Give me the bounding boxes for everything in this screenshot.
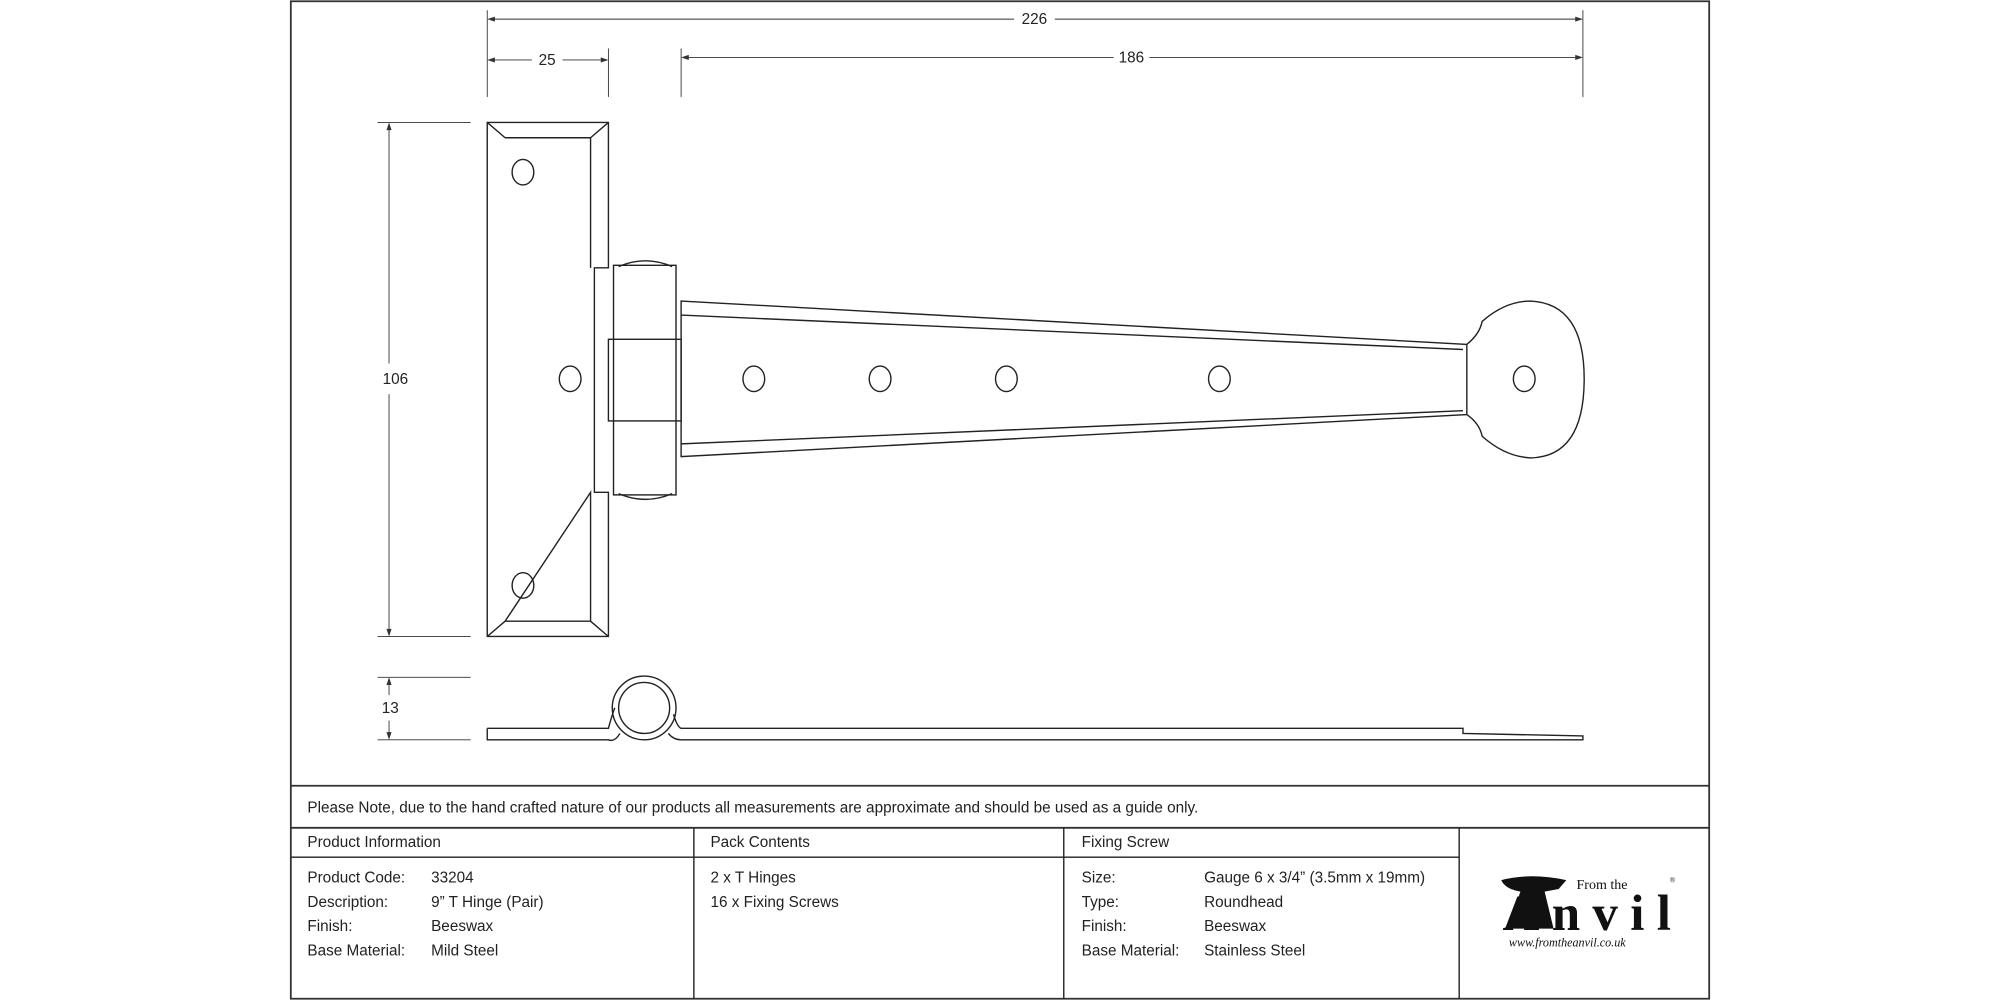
dimension-label: 186	[1119, 50, 1145, 67]
screw-label: Base Material:	[1082, 942, 1180, 959]
dimension-label: 226	[1022, 11, 1048, 28]
screw-label: Finish:	[1082, 918, 1127, 935]
measurement-note: Please Note, due to the hand crafted nat…	[307, 800, 1198, 817]
logo-url: www.fromtheanvil.co.uk	[1509, 935, 1626, 949]
screw-hole	[511, 572, 535, 599]
dimension-leaf-width: 25	[487, 48, 609, 97]
dimension-label: 25	[539, 52, 556, 69]
screw-value: Stainless Steel	[1204, 942, 1305, 959]
from-the-anvil-logo: From the ® Anvil www.fromtheanvil.co.uk	[1501, 876, 1676, 949]
fixing-screw-header: Fixing Screw	[1082, 834, 1171, 851]
screw-value: Roundhead	[1204, 894, 1283, 911]
info-value: Mild Steel	[431, 942, 498, 959]
logo-registered-mark: ®	[1670, 876, 1676, 885]
logo-anvil: Anvil	[1503, 886, 1671, 942]
screw-hole	[868, 365, 892, 393]
screw-hole	[558, 365, 582, 393]
hinge-knuckle	[612, 264, 677, 496]
screw-label: Size:	[1082, 870, 1116, 887]
dimension-thickness: 13	[377, 676, 471, 741]
info-label: Description:	[307, 894, 388, 911]
info-label: Product Code:	[307, 870, 405, 887]
anvil-icon	[1501, 876, 1567, 929]
dimension-label: 13	[382, 700, 399, 717]
dimension-label: 106	[383, 371, 409, 388]
screw-hole	[1512, 365, 1536, 393]
sheet-frame	[289, 0, 1711, 1000]
hinge-side-view	[486, 675, 1584, 742]
pack-item: 2 x T Hinges	[710, 870, 796, 887]
hinge-strap-end	[1466, 300, 1585, 459]
screw-value: Gauge 6 x 3/4” (3.5mm x 19mm)	[1204, 870, 1425, 887]
info-value: 9” T Hinge (Pair)	[431, 894, 544, 911]
info-value: Beeswax	[431, 918, 493, 935]
logo-from-the: From the	[1577, 877, 1628, 893]
screw-hole	[1207, 365, 1231, 393]
info-label: Finish:	[307, 918, 352, 935]
info-value: 33204	[431, 870, 474, 887]
dimension-overall-length: 226	[486, 10, 1584, 97]
dimension-height: 106	[377, 122, 471, 637]
info-label: Base Material:	[307, 942, 405, 959]
hinge-strap	[680, 300, 1468, 458]
screw-label: Type:	[1082, 894, 1119, 911]
product-info-header: Product Information	[307, 834, 440, 851]
dimension-strap-length: 186	[680, 48, 1583, 97]
screw-hole	[994, 365, 1018, 393]
screw-value: Beeswax	[1204, 918, 1266, 935]
hinge-front-view	[486, 121, 1585, 638]
screw-hole	[511, 158, 535, 186]
hinge-leaf	[486, 121, 610, 638]
screw-hole	[742, 365, 766, 393]
pack-item: 16 x Fixing Screws	[710, 894, 839, 911]
pack-contents-header: Pack Contents	[710, 834, 810, 851]
